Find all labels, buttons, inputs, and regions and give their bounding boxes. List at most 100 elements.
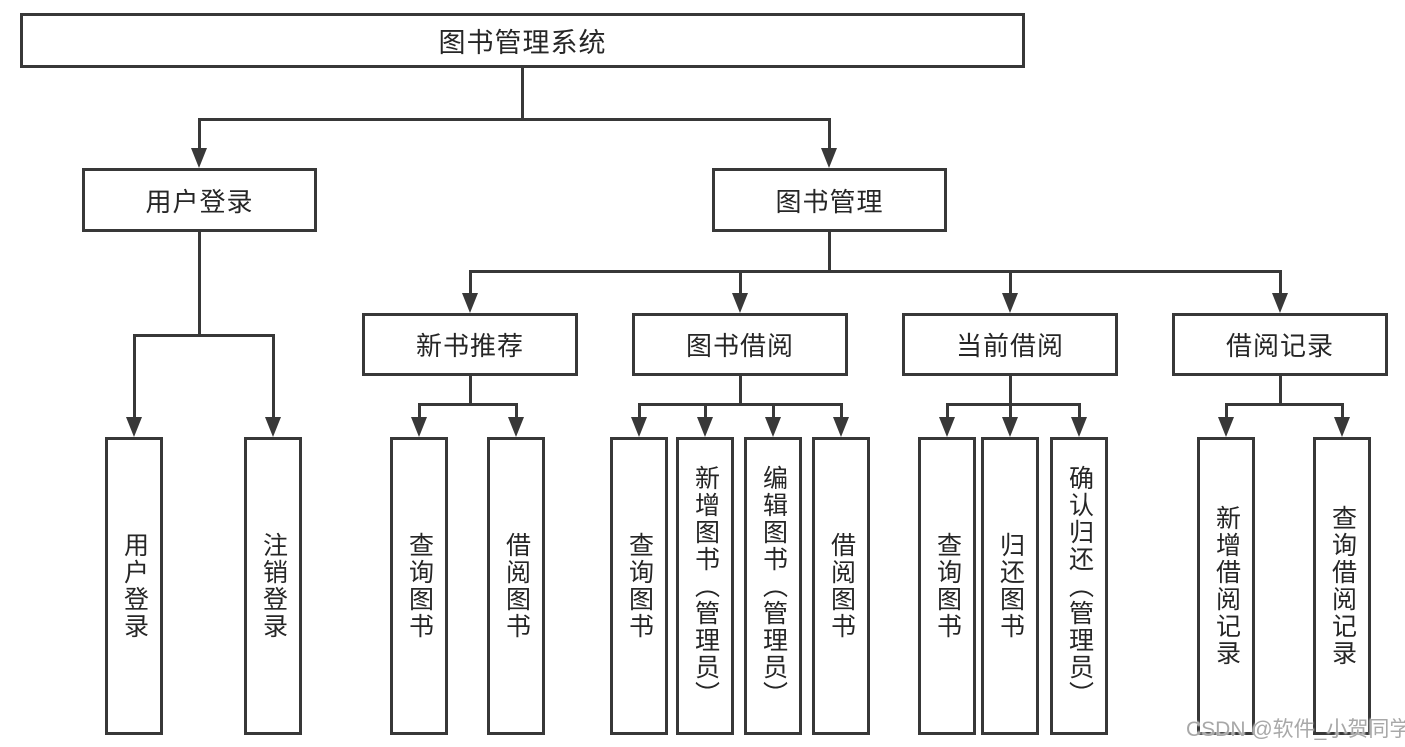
arrow-down (265, 334, 281, 437)
connector-line (197, 230, 201, 337)
arrow-stem (197, 118, 201, 156)
arrow-stem (703, 403, 707, 425)
arrow-stem (738, 270, 742, 301)
arrow-stem (1278, 270, 1282, 301)
arrow-down (1218, 403, 1234, 437)
arrow-stem (468, 270, 472, 301)
node-label: 新增借阅记录 (1212, 505, 1241, 667)
arrow-down (191, 118, 207, 168)
node-label: 借阅图书 (827, 532, 856, 640)
leaf-query-borrow-record: 查询借阅记录 (1313, 437, 1371, 735)
node-label: 图书借阅 (685, 331, 794, 361)
leaf-add-borrow-record: 新增借阅记录 (1197, 437, 1255, 735)
arrow-down (1002, 270, 1018, 313)
arrow-head-icon (508, 417, 524, 437)
leaf-query-books-borrowing: 查询图书 (610, 437, 668, 735)
connector-line (637, 403, 843, 406)
arrow-head-icon (191, 148, 207, 168)
connector-line (945, 403, 1081, 406)
arrow-down (411, 403, 427, 437)
arrow-head-icon (697, 417, 713, 437)
node-book-borrowing: 图书借阅 (632, 313, 848, 376)
arrow-down (1272, 270, 1288, 313)
arrow-head-icon (1002, 417, 1018, 437)
node-label: 归还图书 (996, 532, 1025, 640)
node-label: 用户登录 (145, 186, 254, 217)
arrow-stem (271, 334, 275, 425)
arrow-head-icon (126, 417, 142, 437)
arrow-head-icon (631, 417, 647, 437)
arrow-down (1334, 403, 1350, 437)
connector-line (738, 374, 742, 406)
leaf-add-book-admin: 新增图书（管理员） (676, 437, 734, 735)
arrow-down (1071, 403, 1087, 437)
node-current-borrowing: 当前借阅 (902, 313, 1118, 376)
csdn-watermark: CSDN @软件_小贺同学 (1186, 718, 1405, 741)
leaf-logout: 注销登录 (244, 437, 302, 735)
arrow-stem (945, 403, 949, 425)
arrow-down (508, 403, 524, 437)
arrow-head-icon (1334, 417, 1350, 437)
arrow-head-icon (821, 148, 837, 168)
arrow-down (1002, 403, 1018, 437)
node-label: 用户登录 (120, 532, 149, 640)
arrow-stem (417, 403, 421, 425)
node-label: 图书管理系统 (438, 28, 607, 58)
arrow-stem (514, 403, 518, 425)
arrow-stem (827, 118, 831, 156)
arrow-head-icon (265, 417, 281, 437)
node-label: 图书管理 (775, 186, 884, 217)
arrow-stem (637, 403, 641, 425)
connector-line (417, 403, 518, 406)
arrow-head-icon (833, 417, 849, 437)
arrow-stem (1008, 403, 1012, 425)
node-label: 新增图书（管理员） (691, 464, 720, 708)
leaf-borrow-books-borrowing: 借阅图书 (812, 437, 870, 735)
connector-line (827, 230, 831, 273)
arrow-head-icon (765, 417, 781, 437)
arrow-down (462, 270, 478, 313)
arrow-head-icon (939, 417, 955, 437)
node-label: 借阅图书 (502, 532, 531, 640)
arrow-head-icon (1218, 417, 1234, 437)
connector-line (1224, 403, 1344, 406)
leaf-borrow-books-recommend: 借阅图书 (487, 437, 545, 735)
arrow-head-icon (1071, 417, 1087, 437)
arrow-down (697, 403, 713, 437)
node-label: 查询图书 (933, 532, 962, 640)
connector-line (468, 374, 472, 406)
node-label: 当前借阅 (955, 331, 1064, 361)
arrow-down (821, 118, 837, 168)
node-label: 查询图书 (625, 532, 654, 640)
node-label: 查询图书 (405, 532, 434, 640)
arrow-head-icon (732, 293, 748, 313)
connector-line (132, 334, 275, 337)
arrow-stem (1340, 403, 1344, 425)
node-new-book-recommendation: 新书推荐 (362, 313, 578, 376)
node-book-management: 图书管理 (712, 168, 947, 232)
arrow-down (631, 403, 647, 437)
connector-line (197, 118, 831, 121)
leaf-query-books-recommend: 查询图书 (390, 437, 448, 735)
node-label: 确认归还（管理员） (1065, 464, 1094, 708)
connector-line (1278, 374, 1282, 406)
leaf-query-books-current: 查询图书 (918, 437, 976, 735)
node-label: 新书推荐 (415, 331, 524, 361)
arrow-stem (132, 334, 136, 425)
node-borrowing-records: 借阅记录 (1172, 313, 1388, 376)
leaf-user-login: 用户登录 (105, 437, 163, 735)
arrow-stem (1008, 270, 1012, 301)
arrow-stem (1077, 403, 1081, 425)
node-label: 编辑图书（管理员） (759, 464, 788, 708)
arrow-head-icon (411, 417, 427, 437)
leaf-edit-book-admin: 编辑图书（管理员） (744, 437, 802, 735)
arrow-head-icon (1272, 293, 1288, 313)
arrow-down (833, 403, 849, 437)
arrow-down (126, 334, 142, 437)
arrow-stem (771, 403, 775, 425)
node-label: 借阅记录 (1225, 331, 1334, 361)
node-label: 注销登录 (259, 532, 288, 640)
arrow-stem (839, 403, 843, 425)
arrow-down (765, 403, 781, 437)
